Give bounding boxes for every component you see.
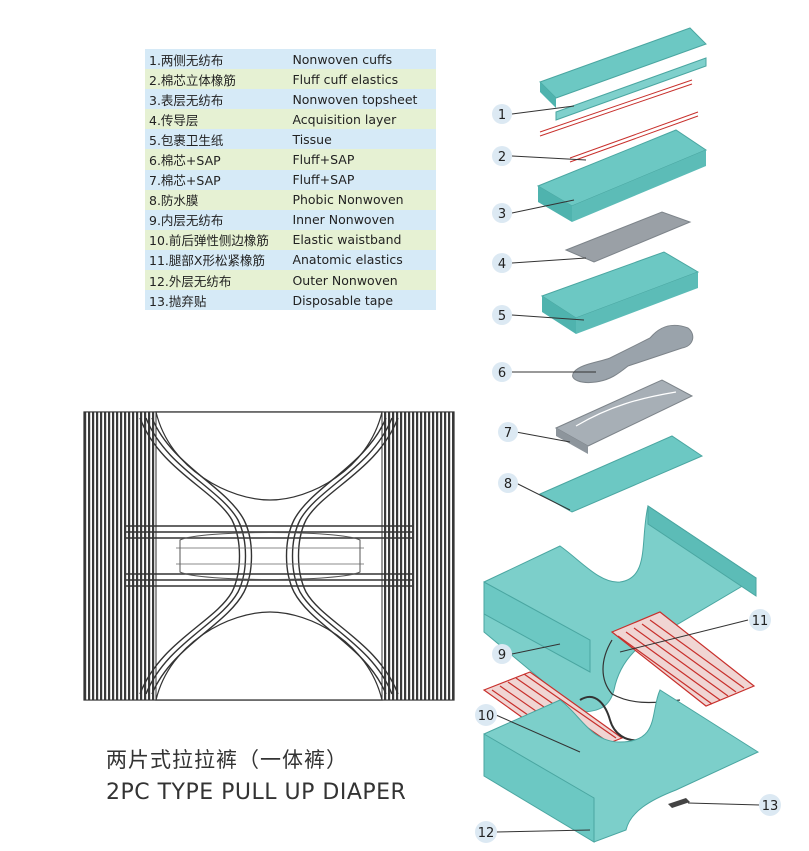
svg-text:3: 3 bbox=[498, 207, 506, 222]
callout-12: 12 bbox=[475, 821, 497, 843]
part-7-fluff-sap bbox=[554, 379, 694, 454]
part-8-phobic-nonwoven bbox=[538, 435, 704, 513]
part-13-disposable-tape bbox=[668, 798, 690, 808]
part-6-fluff-sap bbox=[572, 324, 694, 383]
part-chinese-name: 11.腿部X形松紧橡筋 bbox=[145, 249, 287, 271]
svg-text:2: 2 bbox=[498, 150, 506, 165]
callout-13: 13 bbox=[759, 794, 781, 816]
part-5-tissue bbox=[540, 251, 700, 334]
part-chinese-name: 7.棉芯+SAP bbox=[145, 169, 287, 190]
callout-11: 11 bbox=[749, 609, 771, 631]
callout-5: 5 bbox=[492, 305, 512, 325]
svg-text:6: 6 bbox=[498, 366, 506, 381]
part-chinese-name: 9.内层无纺布 bbox=[145, 209, 287, 230]
part-chinese-name: 2.棉芯立体橡筋 bbox=[145, 69, 287, 90]
part-english-name: Anatomic elastics bbox=[286, 249, 436, 271]
title-english: 2PC TYPE PULL UP DIAPER bbox=[106, 780, 407, 805]
part-chinese-name: 5.包裹卫生纸 bbox=[145, 129, 287, 150]
part-english-name: Outer Nonwoven bbox=[286, 270, 436, 291]
callout-1: 1 bbox=[492, 104, 512, 124]
part-3-topsheet bbox=[536, 129, 708, 222]
part-english-name: Nonwoven topsheet bbox=[286, 89, 436, 110]
part-english-name: Fluff+SAP bbox=[286, 149, 436, 170]
part-english-name: Phobic Nonwoven bbox=[286, 189, 436, 210]
part-chinese-name: 13.抛弃贴 bbox=[145, 290, 287, 311]
callout-2: 2 bbox=[492, 146, 512, 166]
svg-text:9: 9 bbox=[498, 648, 506, 663]
part-chinese-name: 1.两侧无纺布 bbox=[145, 49, 287, 70]
part-4-acquisition-layer bbox=[564, 211, 692, 263]
part-chinese-name: 8.防水膜 bbox=[145, 189, 287, 210]
part-english-name: Disposable tape bbox=[286, 290, 436, 311]
part-chinese-name: 6.棉芯+SAP bbox=[145, 149, 287, 170]
part-chinese-name: 4.传导层 bbox=[145, 109, 287, 130]
part-11-anatomic-elastics bbox=[602, 611, 756, 707]
svg-text:11: 11 bbox=[752, 614, 769, 629]
part-chinese-name: 12.外层无纺布 bbox=[145, 270, 287, 291]
part-1-nonwoven-cuffs bbox=[539, 27, 707, 121]
svg-text:10: 10 bbox=[478, 709, 495, 724]
title-chinese: 两片式拉拉裤（一体裤） bbox=[106, 748, 348, 772]
part-chinese-name: 10.前后弹性侧边橡筋 bbox=[145, 229, 287, 250]
callout-8: 8 bbox=[498, 473, 518, 493]
part-english-name: Nonwoven cuffs bbox=[286, 49, 436, 70]
svg-text:8: 8 bbox=[504, 477, 512, 492]
svg-text:12: 12 bbox=[478, 826, 495, 841]
part-12-outer-nonwoven bbox=[483, 689, 760, 843]
svg-text:1: 1 bbox=[498, 108, 506, 123]
part-9-inner-nonwoven bbox=[483, 505, 757, 713]
svg-text:7: 7 bbox=[504, 426, 512, 441]
part-english-name: Acquisition layer bbox=[286, 109, 436, 130]
part-english-name: Tissue bbox=[286, 129, 436, 150]
svg-text:5: 5 bbox=[498, 309, 506, 324]
svg-text:4: 4 bbox=[498, 257, 506, 272]
part-chinese-name: 3.表层无纺布 bbox=[145, 89, 287, 110]
svg-text:13: 13 bbox=[762, 799, 779, 814]
callout-3: 3 bbox=[492, 203, 512, 223]
callout-7: 7 bbox=[498, 422, 518, 442]
callout-4: 4 bbox=[492, 253, 512, 273]
part-english-name: Fluff cuff elastics bbox=[286, 69, 436, 90]
callout-10: 10 bbox=[475, 704, 497, 726]
part-2-cuff-elastics bbox=[539, 79, 699, 163]
part-english-name: Inner Nonwoven bbox=[286, 209, 436, 230]
callout-6: 6 bbox=[492, 362, 512, 382]
callout-9: 9 bbox=[492, 644, 512, 664]
part-english-name: Fluff+SAP bbox=[286, 169, 436, 190]
part-english-name: Elastic waistband bbox=[286, 229, 436, 250]
